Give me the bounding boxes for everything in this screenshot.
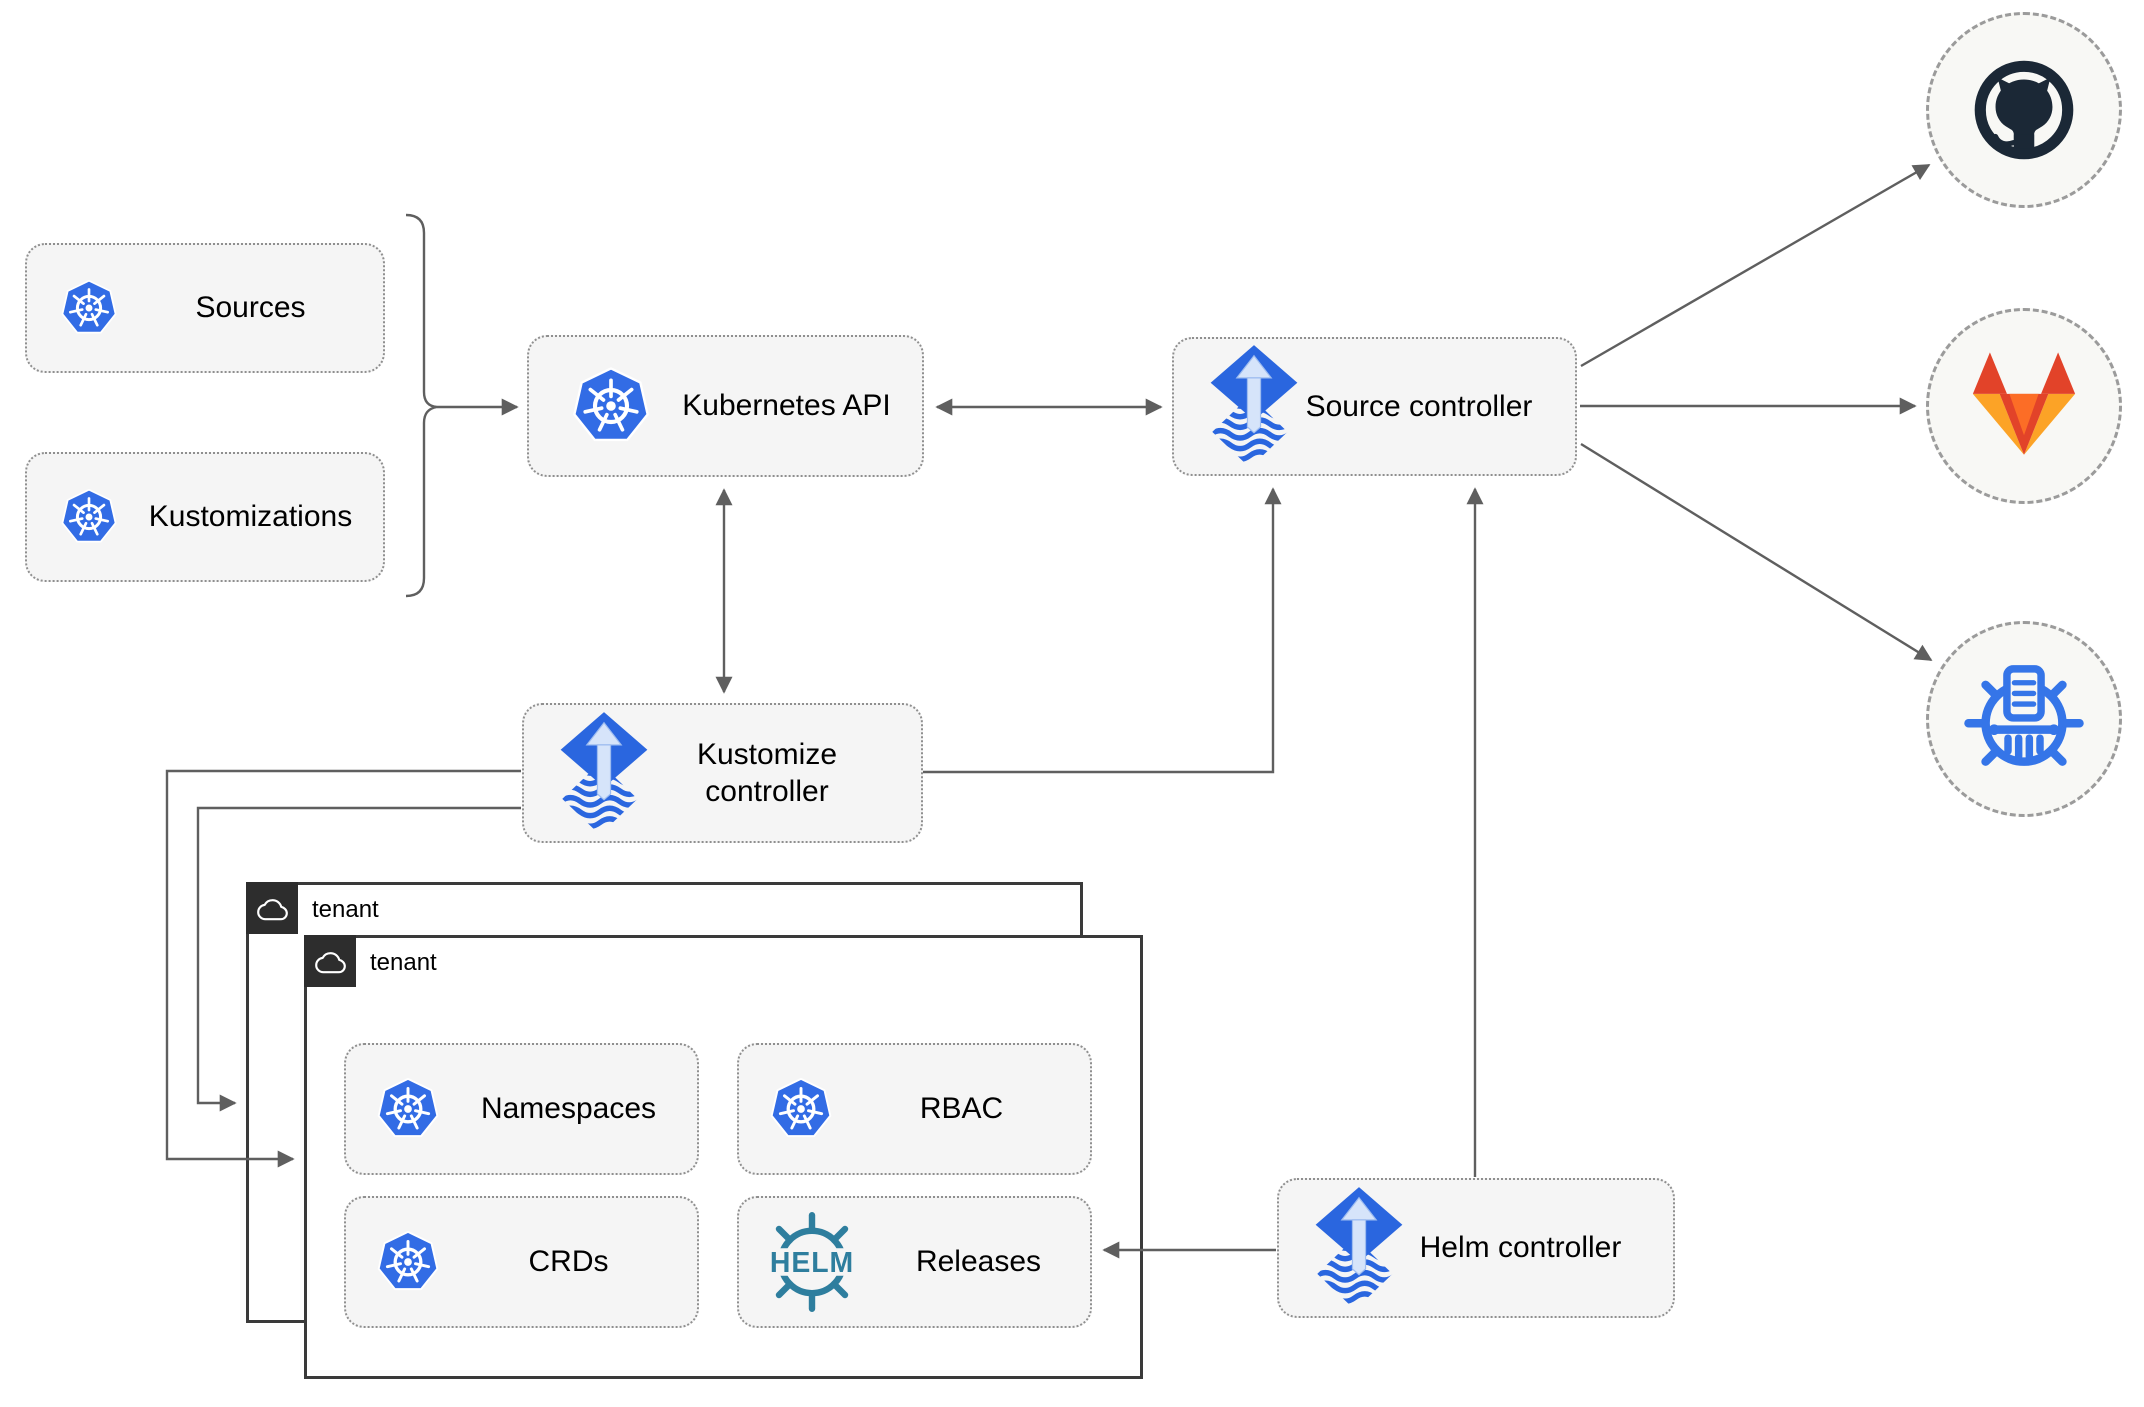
provider-gitlab: [1926, 308, 2122, 504]
kubernetes-icon: [571, 366, 651, 446]
flux-icon: [1314, 1187, 1404, 1310]
helm-logo-text: HELM: [770, 1247, 854, 1279]
node-crds: CRDs: [344, 1196, 699, 1328]
arrow-kustomize-to-source-controller: [923, 487, 1282, 774]
arrow-source-to-chartmuseum: [1580, 442, 1933, 662]
node-label: Kubernetes API: [682, 389, 891, 423]
node-kustomizations: Kustomizations: [25, 452, 385, 582]
flux-icon: [1209, 345, 1299, 468]
node-releases: HELM Releases: [737, 1196, 1092, 1328]
node-helm-controller: Helm controller: [1277, 1178, 1675, 1318]
kubernetes-icon: [376, 1230, 440, 1294]
github-icon: [1963, 49, 2085, 171]
node-label: Kustomize controller: [696, 737, 838, 809]
node-kustomize-controller: Kustomize controller: [522, 703, 923, 843]
kubernetes-icon: [60, 488, 118, 546]
chartmuseum-icon: [1960, 655, 2088, 783]
tenant-label: tenant: [312, 896, 379, 923]
node-label: CRDs: [528, 1245, 609, 1279]
tenant-label: tenant: [370, 949, 437, 976]
node-label: Releases: [915, 1245, 1042, 1279]
cloud-icon: [315, 949, 346, 974]
provider-chartmuseum: [1926, 621, 2122, 817]
helm-icon: HELM: [757, 1207, 867, 1317]
cloud-tab: [304, 935, 356, 987]
arrow-source-to-github: [1580, 163, 1931, 368]
node-label: Source controller: [1305, 389, 1533, 423]
cloud-tab: [246, 882, 298, 934]
node-label: RBAC: [919, 1092, 1004, 1126]
kubernetes-icon: [376, 1077, 440, 1141]
flux-icon: [559, 712, 649, 835]
brace-sources-group: [405, 213, 438, 598]
node-label: Sources: [195, 291, 306, 325]
node-sources: Sources: [25, 243, 385, 373]
node-source-controller: Source controller: [1172, 337, 1577, 476]
kubernetes-icon: [769, 1077, 833, 1141]
cloud-icon: [257, 896, 288, 921]
gitlab-icon: [1963, 350, 2085, 462]
node-label: Kustomizations: [148, 500, 353, 534]
provider-github: [1926, 12, 2122, 208]
kubernetes-icon: [60, 279, 118, 337]
node-label: Namespaces: [480, 1092, 657, 1126]
node-rbac: RBAC: [737, 1043, 1092, 1175]
node-kubernetes-api: Kubernetes API: [527, 335, 924, 477]
node-label: Helm controller: [1419, 1231, 1622, 1265]
node-namespaces: Namespaces: [344, 1043, 699, 1175]
